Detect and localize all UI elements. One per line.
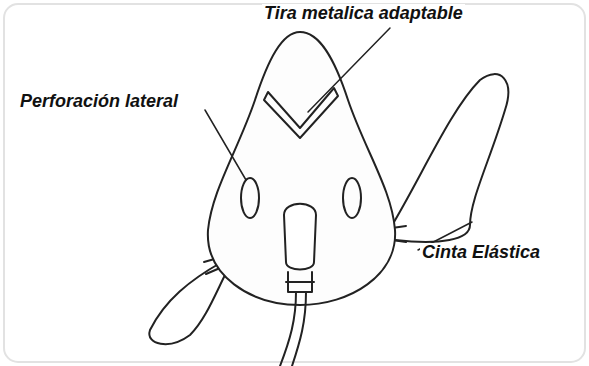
part-label: Tira metalica adaptable xyxy=(262,4,465,24)
metal-strip xyxy=(264,88,338,138)
part-label: Perforación lateral xyxy=(18,92,180,112)
leader-line xyxy=(308,28,390,112)
part-label: Cinta Elástica xyxy=(420,243,542,263)
central-port xyxy=(284,204,316,270)
mask-body xyxy=(208,32,395,305)
leader-line xyxy=(205,110,246,180)
side-hole xyxy=(241,178,259,218)
side-hole xyxy=(343,178,361,218)
elastic-strap xyxy=(388,74,508,242)
elastic-strap xyxy=(149,262,225,344)
connector xyxy=(286,272,314,292)
oxygen-tube xyxy=(280,292,306,366)
